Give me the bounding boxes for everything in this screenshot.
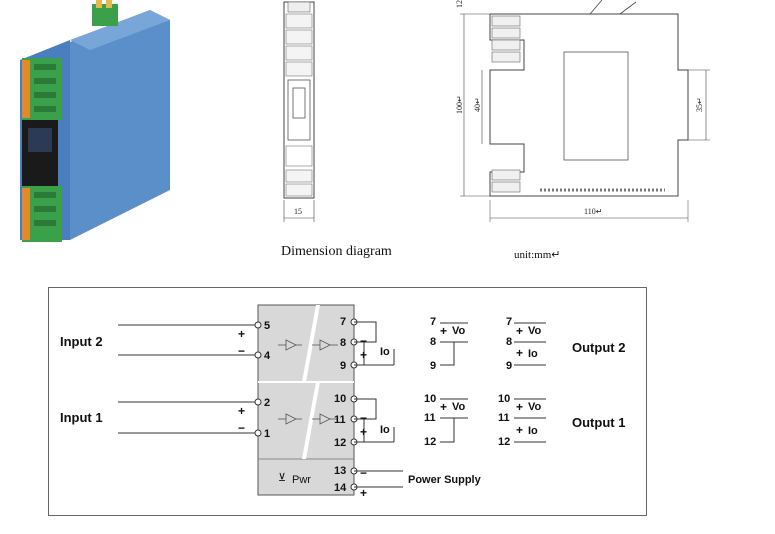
opt-b-io-2: Io (528, 425, 538, 437)
io-1-label: Io (380, 424, 390, 436)
in2-plus: + (238, 327, 245, 341)
opt-b-pin-7: 7 (506, 316, 512, 328)
input-2-label: Input 2 (60, 334, 103, 349)
pin-8: 8 (340, 337, 346, 349)
output-1-label: Output 1 (572, 415, 625, 430)
pwr-text: Pwr (292, 474, 311, 486)
front-view-drawing: 15 (283, 1, 315, 222)
in1-minus: − (238, 421, 245, 435)
opt-a-plus: + (440, 324, 447, 338)
output-2-label: Output 2 (572, 340, 625, 355)
pwr-plus: + (360, 486, 367, 500)
in2-minus: − (238, 344, 245, 358)
height-rail-label: 35↵ (695, 97, 704, 112)
unit-label: unit:mm↵ (514, 249, 561, 261)
height-total-label: 100↵ (455, 95, 464, 114)
opt-a-plus-2: + (440, 400, 447, 414)
opt-a-pin-8: 8 (430, 336, 436, 348)
opt-b-pin-9: 9 (506, 360, 512, 372)
opt-a-pin-12: 12 (424, 436, 436, 448)
out1-plus: + (360, 425, 367, 439)
opt-a-vo-2: Vo (452, 401, 466, 413)
pin-2: 2 (264, 397, 270, 409)
opt-a-vo: Vo (452, 325, 466, 337)
pin-5: 5 (264, 320, 270, 332)
pin-13: 13 (334, 465, 346, 477)
opt-a-pin-10: 10 (424, 393, 436, 405)
out2-minus: − (360, 334, 367, 348)
pin-4: 4 (264, 350, 271, 362)
pin-9: 9 (340, 360, 346, 372)
opt-b-plus-io-2: + (516, 423, 523, 437)
diode-symbol: ⊻ (278, 472, 286, 484)
opt-b-pin-8: 8 (506, 336, 512, 348)
opt-a-pin-7: 7 (430, 316, 436, 328)
opt-a-pin-11: 11 (424, 412, 436, 424)
opt-b-pin-12: 12 (498, 436, 510, 448)
module-body-side (50, 10, 170, 240)
opt-b-vo: Vo (528, 325, 542, 337)
opt-b-pin-10: 10 (498, 393, 510, 405)
pin-10: 10 (334, 393, 346, 405)
pin-14: 14 (334, 482, 347, 494)
dimension-caption: Dimension diagram (281, 244, 392, 259)
opt-b-plus: + (516, 324, 523, 338)
opt-b-io: Io (528, 348, 538, 360)
pin-1: 1 (264, 428, 270, 440)
opt-b-plus-io: + (516, 346, 523, 360)
opt-b-pin-11: 11 (498, 412, 510, 424)
pin-12: 12 (334, 437, 346, 449)
io-2-label: Io (380, 346, 390, 358)
side-view-drawing: 100↵ 40↵ 12 35↵ 110↵ (455, 0, 710, 222)
out1-minus: − (360, 411, 367, 425)
opt-a-pin-9: 9 (430, 360, 436, 372)
power-supply-label: Power Supply (408, 474, 482, 486)
top-small-label: 12 (455, 0, 464, 8)
lower-terminal-block (22, 186, 62, 242)
in1-plus: + (238, 404, 245, 418)
length-label: 110↵ (584, 207, 602, 216)
pwr-minus: − (360, 466, 367, 480)
module-product-image (20, 0, 170, 242)
height-inner-label: 40↵ (473, 97, 482, 112)
opt-b-plus-2: + (516, 400, 523, 414)
pin-11: 11 (334, 414, 346, 426)
wiring-diagram: ⊻ Pwr 5 4 2 1 + − + − Input 2 Input 1 7 … (48, 287, 647, 516)
pin-7: 7 (340, 316, 346, 328)
front-width-label: 15 (294, 207, 302, 216)
opt-b-vo-2: Vo (528, 401, 542, 413)
out2-plus: + (360, 348, 367, 362)
top-terminal-block (92, 4, 118, 26)
upper-terminal-block (22, 58, 62, 120)
input-1-label: Input 1 (60, 410, 103, 425)
